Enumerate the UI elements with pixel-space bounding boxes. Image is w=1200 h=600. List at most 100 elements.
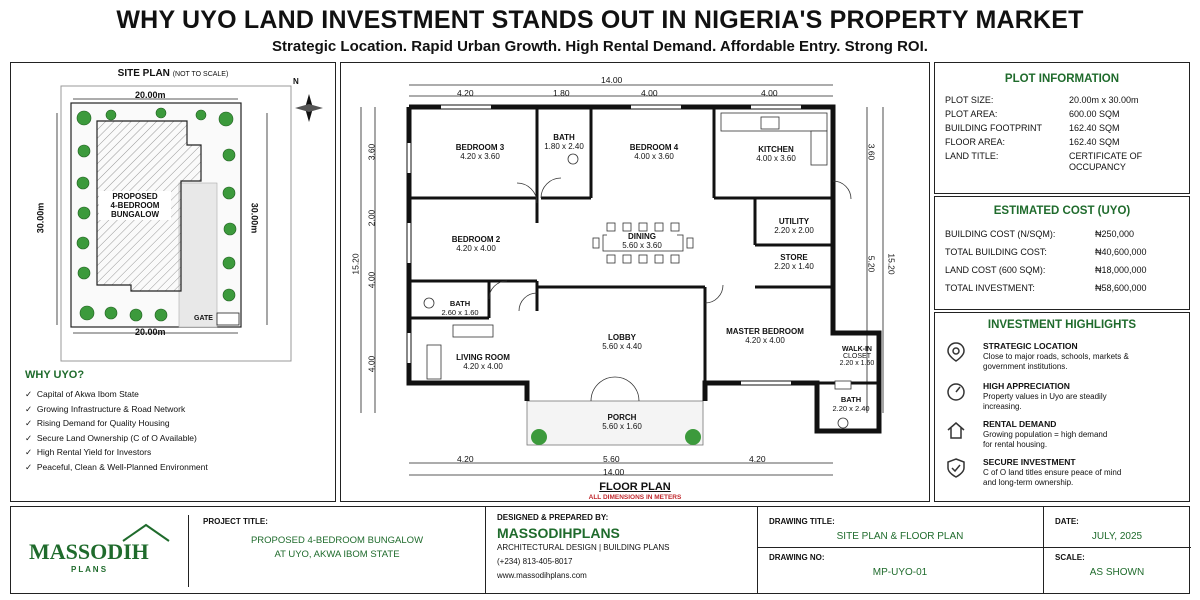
- driveway: [178, 182, 218, 328]
- site-plan-title: SITE PLAN: [117, 68, 170, 79]
- cost-row-label: TOTAL INVESTMENT:: [945, 283, 1035, 293]
- why-uyo-list: ✓ Capital of Akwa Ibom State ✓ Growing I…: [25, 389, 325, 476]
- logo: MASSODIH P L A N S: [17, 515, 189, 587]
- floor-plan-drawing: [360, 84, 884, 476]
- footprint-value: 162.40 SQM: [1069, 123, 1120, 133]
- page-title: WHY UYO LAND INVESTMENT STANDS OUT IN NI…: [116, 6, 1084, 34]
- site-plan-drawing: [56, 85, 323, 362]
- drawing-title: SITE PLAN & FLOOR PLAN: [836, 531, 964, 542]
- cost-row-label: BUILDING COST (N/SQM):: [945, 229, 1056, 239]
- page-subtitle: Strategic Location. Rapid Urban Growth. …: [272, 38, 928, 55]
- project-title-line-2: AT UYO, AKWA IBOM STATE: [274, 549, 400, 560]
- porch-plants: [531, 429, 701, 445]
- site-width-label-bottom: 20.00m: [135, 327, 166, 337]
- floor-plan-panel: 14.00 4.20 1.80 4.00 4.00 4.20 5.60 4.20…: [340, 62, 930, 502]
- house-icon: [947, 422, 965, 439]
- dim-bottom-0: 4.20: [457, 454, 474, 464]
- highlights-panel: INVESTMENT HIGHLIGHTS STRATEGIC LOCATION…: [934, 312, 1190, 502]
- floor-plan-title: FLOOR PLAN: [599, 481, 671, 493]
- highlight-desc: increasing.: [983, 402, 1022, 411]
- dim-left-total: 15.20: [350, 253, 361, 275]
- dim-left-2: 4.00: [366, 271, 377, 289]
- north-label: N: [293, 77, 299, 86]
- dim-left-0: 3.60: [366, 143, 377, 161]
- dim-right-0: 3.60: [866, 143, 877, 161]
- cost-row-value: ₦18,000,000: [1095, 265, 1147, 275]
- highlight-desc: government institutions.: [983, 362, 1068, 371]
- scale-value: AS SHOWN: [1089, 567, 1145, 578]
- living-sofa: [426, 324, 494, 380]
- cost-title: ESTIMATED COST (UYO): [993, 205, 1131, 217]
- highlight-title: HIGH APPRECIATION: [983, 381, 1070, 391]
- company-name: MASSODIHPLANS: [497, 525, 620, 541]
- why-uyo-item: ✓ Secure Land Ownership (C of O Availabl…: [25, 432, 197, 443]
- location-pin-icon: [947, 342, 965, 362]
- why-uyo-item: ✓ Rising Demand for Quality Housing: [25, 418, 170, 428]
- plot-size-label: PLOT SIZE:: [945, 95, 994, 105]
- dim-top-total: 14.00: [601, 75, 623, 85]
- dim-top-0: 4.20: [457, 88, 474, 98]
- highlight-desc: and long-term ownership.: [983, 478, 1074, 487]
- shield-check-icon: [947, 458, 965, 478]
- check-icon: ✓: [25, 403, 33, 414]
- roof-logo-icon: [122, 523, 170, 542]
- windows: [407, 105, 801, 385]
- project-title-line-1: PROPOSED 4-BEDROOM BUNGALOW: [250, 535, 424, 546]
- porch-floor: [526, 400, 704, 446]
- dimension-lines: [360, 84, 884, 476]
- site-plan-panel: SITE PLAN (NOT TO SCALE): [10, 62, 336, 502]
- north-arrow: [295, 94, 323, 122]
- highlight-title: RENTAL DEMAND: [983, 419, 1057, 429]
- dim-top-1: 1.80: [553, 88, 570, 98]
- drawing-no: MP-UYO-01: [872, 567, 928, 578]
- scale-label: SCALE:: [1055, 553, 1085, 562]
- plot-area-value: 600.00 SQM: [1069, 109, 1120, 119]
- highlight-desc: Growing population = high demand: [983, 430, 1108, 439]
- kitchen-counters: [720, 112, 828, 166]
- site-width-label-top: 20.00m: [135, 90, 166, 100]
- plot-info-title: PLOT INFORMATION: [1004, 73, 1120, 85]
- site-depth-label-left: 30.00m: [35, 202, 46, 234]
- highlight-desc: C of O land titles ensure peace of mind: [983, 468, 1122, 477]
- why-uyo-item: ✓ Peaceful, Clean & Well-Planned Environ…: [25, 461, 208, 472]
- check-icon: ✓: [25, 461, 33, 472]
- highlight-desc: Close to major roads, schools, markets &: [983, 352, 1129, 361]
- footprint-label: BUILDING FOOTPRINT: [945, 123, 1043, 133]
- logo-sub: P L A N S: [71, 565, 107, 574]
- cost-row-value: ₦58,600,000: [1095, 283, 1147, 293]
- floor-plan-note: ALL DIMENSIONS IN METERS: [588, 494, 682, 501]
- company-website: www.massodihplans.com: [497, 571, 587, 580]
- company-phone: (+234) 813-405-8017: [497, 557, 573, 566]
- cost-row-value: ₦250,000: [1095, 229, 1135, 239]
- dim-left-1: 2.00: [366, 209, 377, 227]
- date-label: DATE:: [1055, 517, 1079, 526]
- trees: [76, 107, 237, 322]
- dim-bottom-total: 14.00: [603, 467, 625, 477]
- highlight-desc: Property values in Uyo are steadily: [983, 392, 1107, 401]
- company-tagline: ARCHITECTURAL DESIGN | BUILDING PLANS: [497, 543, 670, 552]
- drawing-no-label: DRAWING NO:: [769, 553, 825, 562]
- date-value: JULY, 2025: [1091, 531, 1143, 542]
- gauge-icon: [947, 383, 965, 401]
- building-label: PROPOSED 4-BEDROOM BUNGALOW: [99, 191, 171, 220]
- plot-info-panel: PLOT INFORMATION PLOT SIZE: 20.00m x 30.…: [934, 62, 1190, 194]
- dim-top-3: 4.00: [761, 88, 778, 98]
- highlight-desc: for rental housing.: [983, 440, 1048, 449]
- plot-boundary: [60, 85, 292, 362]
- check-icon: ✓: [25, 447, 33, 457]
- why-uyo-item: ✓ Capital of Akwa Ibom State: [25, 389, 139, 399]
- highlights-title: INVESTMENT HIGHLIGHTS: [987, 319, 1137, 331]
